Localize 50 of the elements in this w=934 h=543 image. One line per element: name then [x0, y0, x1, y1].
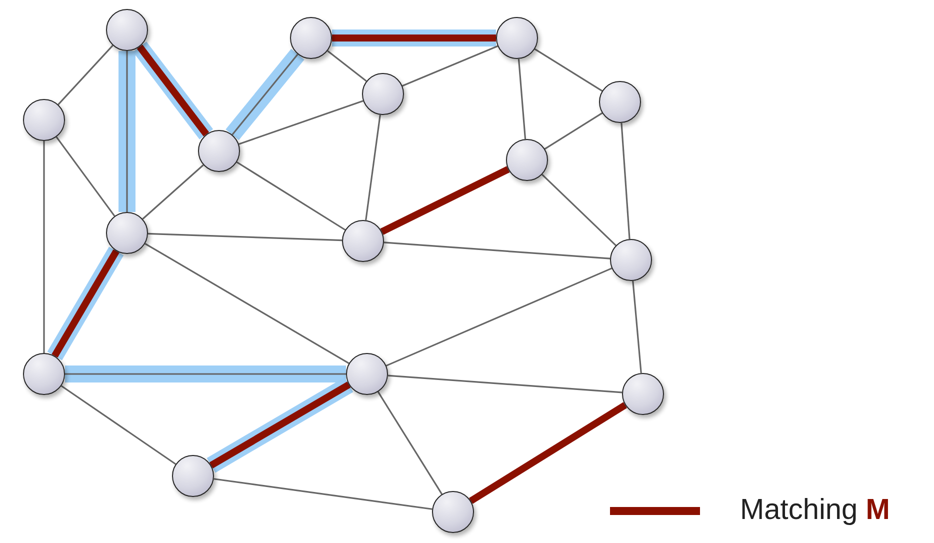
edge-line — [402, 45, 498, 87]
graph-vertex — [342, 220, 384, 262]
edge-line — [469, 402, 627, 504]
graph-vertex — [106, 212, 148, 254]
highlight-path — [118, 51, 136, 212]
graph-vertex — [622, 373, 664, 415]
graph-vertex — [172, 455, 214, 497]
highlight-path — [226, 48, 304, 140]
graph-vertex — [106, 9, 148, 51]
edge-line — [620, 122, 630, 240]
edge-line — [332, 34, 496, 42]
highlight-path — [65, 366, 346, 382]
edge-line — [544, 112, 603, 150]
edge-line — [238, 100, 364, 145]
edge-line — [388, 374, 622, 394]
edge-line — [65, 373, 346, 375]
edge-line — [126, 51, 128, 212]
edge-line — [632, 280, 642, 374]
edge-line — [518, 58, 526, 140]
edge-line — [386, 268, 612, 366]
legend-label: Matching M — [740, 494, 890, 527]
graph-vertex — [198, 130, 240, 172]
graph-vertex — [290, 17, 332, 59]
edge-line — [60, 385, 176, 465]
edge-line — [56, 136, 116, 217]
edge-line — [365, 114, 381, 220]
graph-vertex — [362, 73, 404, 115]
edge-line — [142, 164, 204, 220]
edge-line — [58, 44, 114, 106]
graph-vertex — [506, 139, 548, 181]
graph-vertex — [599, 81, 641, 123]
graph-vertex — [23, 353, 65, 395]
edge-line — [144, 242, 350, 364]
edge-line — [377, 391, 443, 495]
graph-vertex — [23, 99, 65, 141]
graph-vertex — [496, 17, 538, 59]
edge-line — [380, 166, 510, 235]
edge-line — [236, 161, 346, 231]
edge-line — [214, 478, 432, 510]
edge-line — [232, 54, 298, 136]
edge-line — [534, 48, 603, 92]
graph-vertex — [346, 353, 388, 395]
edge-line — [384, 242, 610, 260]
graph-vertex — [610, 239, 652, 281]
edge-line — [327, 50, 367, 82]
edge-line — [148, 232, 342, 242]
edge-line — [43, 141, 45, 353]
highlight-path — [332, 30, 496, 46]
edge-line — [542, 174, 616, 246]
graph-vertex — [432, 491, 474, 533]
